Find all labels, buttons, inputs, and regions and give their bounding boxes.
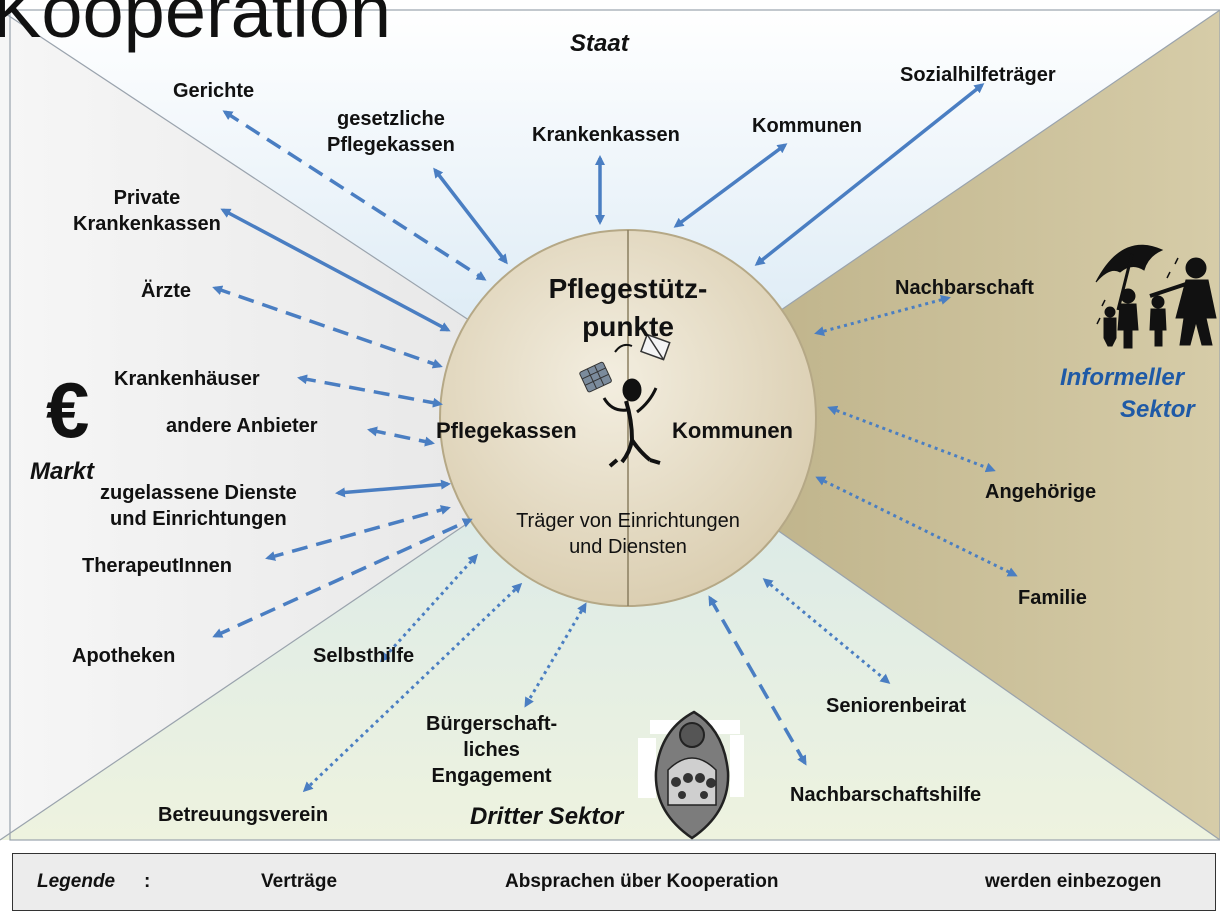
label-angehoerige: Angehörige (985, 481, 1097, 503)
label-therapeutinnen: TherapeutInnen (82, 555, 233, 577)
sector-informell-label-1: Informeller (1060, 364, 1185, 391)
center-left-label: Pflegekassen (436, 418, 577, 443)
legend-colon: : (144, 871, 151, 892)
center-bottom-line1: Träger von Einrichtungen (516, 510, 740, 532)
label-private-krankenkassen: Private Krankenkassen (73, 185, 221, 237)
arrow-nachbarschaft (814, 294, 951, 337)
sector-staat-label: Staat (570, 30, 629, 57)
page-title: Kooperation (0, 0, 392, 53)
arrow-apotheken (212, 518, 473, 638)
dotted-arrows (302, 294, 1018, 793)
arrow-buergerschaftliches (524, 602, 587, 708)
legend-label: Legende (37, 871, 116, 892)
center-title-line1: Pflegestütz- (548, 273, 708, 304)
arrow-seniorenbeirat (762, 578, 891, 684)
dashed-arrows (212, 110, 807, 766)
arrow-familie (815, 476, 1018, 577)
legend-einbezogen: werden einbezogen (985, 871, 1162, 892)
label-apotheken: Apotheken (72, 645, 176, 667)
family-umbrella-icon (1095, 244, 1217, 349)
label-zugelassene-line2: und Einrichtungen (110, 508, 287, 530)
legend-vertraege: Verträge (261, 871, 338, 892)
arrow-gerichte (222, 110, 487, 281)
markt-sector (0, 10, 620, 840)
center-title: Pflegestütz- punkte (518, 270, 738, 346)
label-seniorenbeirat: Seniorenbeirat (826, 695, 967, 717)
label-gesetzliche-line2: Pflegekassen (327, 134, 455, 156)
center-bottom-line2: und Diensten (569, 536, 687, 558)
euro-icon: € (46, 366, 90, 454)
sector-dritter-label: Dritter Sektor (470, 803, 624, 830)
center-title-line2: punkte (582, 311, 674, 342)
arrow-selbsthilfe (379, 553, 479, 663)
label-buerger-line3: Engagement (431, 765, 552, 787)
label-private-line2: Krankenkassen (73, 213, 221, 235)
label-private-line1: Private (113, 187, 181, 209)
label-familie: Familie (1018, 587, 1087, 609)
label-kommunen: Kommunen (752, 115, 862, 137)
arrow-nachbarschaftshilfe (708, 595, 807, 766)
arrow-aerzte (212, 285, 443, 369)
legend-absprachen: Absprachen über Kooperation (505, 871, 779, 892)
label-selbsthilfe: Selbsthilfe (313, 645, 415, 667)
label-gesetzliche-pflegekassen: gesetzliche Pflegekassen (327, 106, 455, 158)
center-bottom-label: Träger von Einrichtungen und Diensten (478, 508, 778, 560)
arrow-andere-anbieter (367, 426, 435, 447)
label-andere-anbieter: andere Anbieter (166, 415, 318, 437)
label-buerger-line2: liches (463, 739, 520, 761)
community-icon (638, 710, 744, 840)
arrow-zugelassene-dienste (335, 479, 451, 498)
arrow-sozialhilfetraeger (754, 83, 985, 266)
label-krankenkassen: Krankenkassen (532, 124, 680, 146)
sector-markt-label: Markt (30, 458, 95, 485)
label-zugelassene-dienste: zugelassene Dienste und Einrichtungen (100, 480, 297, 532)
arrow-angehoerige (827, 405, 996, 473)
legend: Legende : Verträge Absprachen über Koope… (12, 853, 1216, 911)
label-krankenhaeuser: Krankenhäuser (114, 368, 260, 390)
label-nachbarschaft: Nachbarschaft (895, 277, 1034, 299)
label-aerzte: Ärzte (141, 280, 192, 302)
figure-icon (579, 333, 671, 468)
arrow-betreuungsverein (302, 582, 523, 793)
label-sozialhilfetraeger: Sozialhilfeträger (900, 64, 1056, 86)
label-buergerschaftliches: Bürgerschaft- liches Engagement (426, 711, 557, 789)
center-circle (439, 229, 817, 607)
label-betreuungsverein: Betreuungsverein (158, 804, 329, 826)
label-gerichte: Gerichte (173, 80, 255, 102)
label-buerger-line1: Bürgerschaft- (426, 713, 558, 735)
center-right-label: Kommunen (672, 418, 793, 443)
sector-informell-label-2: Sektor (1120, 396, 1195, 423)
label-gesetzliche-line1: gesetzliche (337, 108, 445, 130)
label-zugelassene-line1: zugelassene Dienste (100, 482, 297, 504)
label-nachbarschaftshilfe: Nachbarschaftshilfe (790, 784, 982, 806)
